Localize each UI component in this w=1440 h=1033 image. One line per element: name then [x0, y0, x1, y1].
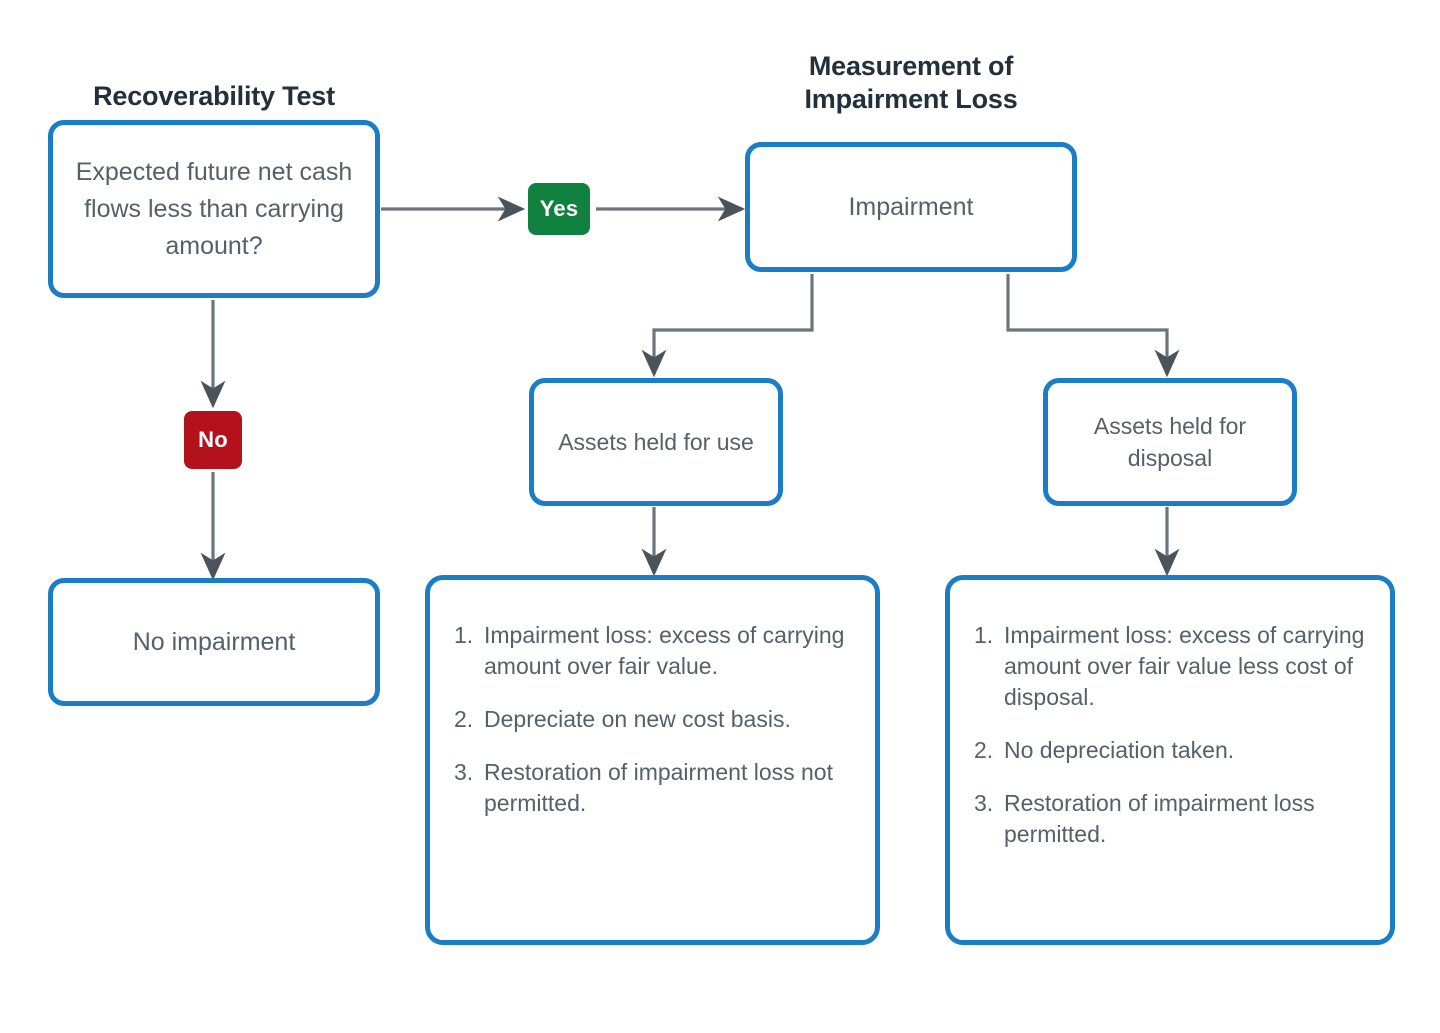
heading-line-2: Impairment Loss: [804, 84, 1018, 114]
node-impairment-label: Impairment: [848, 192, 974, 221]
node-held-for-use-details[interactable]: 1. Impairment loss: excess of carrying am…: [425, 575, 880, 945]
connector-impairment-to-held-for-use: [641, 274, 814, 378]
badge-no[interactable]: No: [184, 411, 242, 469]
node-assets-held-for-use-label: Assets held for use: [558, 429, 754, 455]
list-item-number: 3.: [454, 759, 474, 785]
node-assets-held-for-use[interactable]: Assets held for use: [529, 378, 783, 506]
heading-measurement-of-impairment-loss: Measurement of Impairment Loss: [745, 50, 1077, 116]
heading-recoverability-test: Recoverability Test: [93, 81, 335, 111]
list-item-number: 3.: [974, 790, 994, 816]
list-item-text: Impairment loss: excess of carrying amou…: [484, 622, 845, 679]
node-question[interactable]: Expected future net cash flows less than…: [48, 120, 380, 298]
list-item-text: Impairment loss: excess of carrying amou…: [1004, 622, 1365, 710]
node-assets-held-for-disposal-label: Assets held for disposal: [1093, 413, 1247, 471]
list-item-text: Depreciate on new cost basis.: [484, 706, 791, 732]
list-item: 1. Impairment loss: excess of carrying am…: [974, 620, 1368, 713]
list-item-text: No depreciation taken.: [1004, 737, 1235, 763]
list-item-number: 1.: [974, 622, 994, 648]
list-item: 3. Restoration of impairment loss permitt…: [974, 788, 1368, 850]
connector-impairment-to-held-for-disposal: [1006, 274, 1180, 378]
list-item: 2. Depreciate on new cost basis.: [454, 704, 845, 735]
list-item-number: 2.: [974, 737, 994, 763]
node-no-impairment[interactable]: No impairment: [48, 578, 380, 706]
badge-yes[interactable]: Yes: [528, 183, 590, 235]
node-no-impairment-label: No impairment: [132, 627, 296, 656]
held-for-disposal-list: 1. Impairment loss: excess of carrying am…: [974, 620, 1368, 850]
node-assets-held-for-disposal[interactable]: Assets held for disposal: [1043, 378, 1297, 506]
list-item-text: Restoration of impairment loss permitted…: [1004, 790, 1315, 847]
list-item-number: 2.: [454, 706, 474, 732]
node-impairment[interactable]: Impairment: [745, 142, 1077, 272]
list-item: 3. Restoration of impairment loss not per…: [454, 757, 845, 819]
heading-line-1: Measurement of: [808, 51, 1014, 81]
node-question-label: Expected future net cash flows less than…: [75, 157, 353, 260]
held-for-use-list: 1. Impairment loss: excess of carrying am…: [454, 620, 845, 819]
list-item: 1. Impairment loss: excess of carrying am…: [454, 620, 845, 682]
list-item: 2. No depreciation taken.: [974, 735, 1368, 766]
node-held-for-disposal-details[interactable]: 1. Impairment loss: excess of carrying am…: [945, 575, 1395, 945]
list-item-text: Restoration of impairment loss not permi…: [484, 759, 833, 816]
list-item-number: 1.: [454, 622, 474, 648]
